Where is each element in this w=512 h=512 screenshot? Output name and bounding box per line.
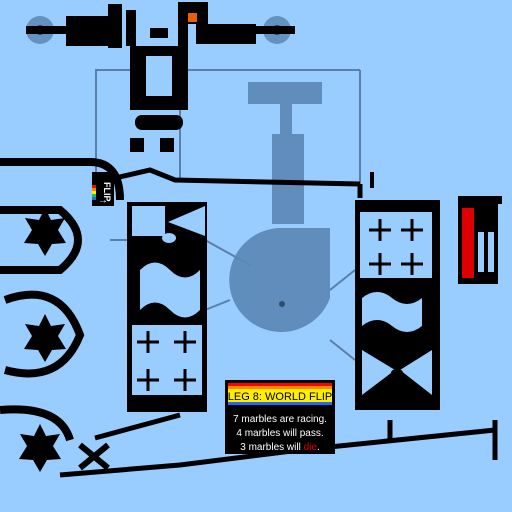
danger-chute: [458, 196, 502, 284]
top-dispenser: [26, 2, 295, 152]
right-maze-block: [355, 172, 440, 410]
left-maze-block: [127, 202, 207, 412]
flip-label: FLIP: [102, 182, 112, 202]
x-marker-icon: [78, 442, 110, 471]
upper-slope-rail: [114, 167, 363, 198]
bottom-rails: [59, 412, 498, 478]
left-gear-track: [0, 158, 124, 442]
leg-info-panel: LEG 8: WORLD FLIP 7 marbles are racing. …: [225, 380, 335, 454]
flip-sign: FLIP →: [92, 172, 114, 206]
marbles-racing-text: 7 marbles are racing.: [233, 414, 327, 425]
flip-arrow-icon: →: [98, 195, 108, 206]
leg-title: LEG 8: WORLD FLIP: [228, 391, 333, 403]
marbles-pass-text: 4 marbles will pass.: [236, 428, 323, 439]
blue-pipe-machine: [229, 82, 330, 332]
marbles-die-text: 3 marbles will die.: [240, 442, 320, 453]
